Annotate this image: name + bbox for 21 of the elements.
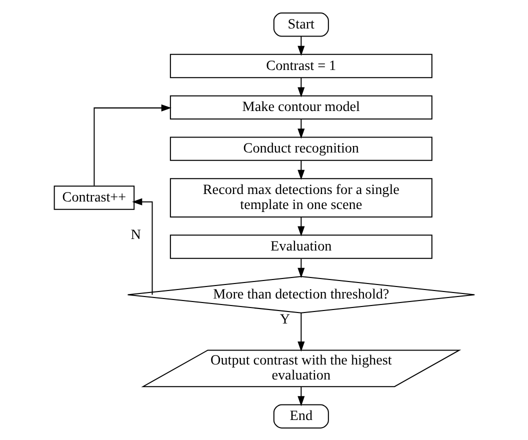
node-diamond: More than detection threshold? (126, 276, 475, 313)
arrow (132, 198, 152, 294)
arrow (93, 104, 171, 186)
node-box: Contrast = 1 (169, 53, 432, 78)
arrow (297, 258, 304, 278)
node-box: Contrast++ (53, 185, 134, 210)
node-box: Conduct recognition (169, 136, 432, 160)
node-box: Record max detections for a single template in one scene (169, 178, 432, 217)
node-box: Make contour model (169, 94, 432, 120)
edge-label: N (130, 226, 140, 243)
edge-label: Y (279, 311, 290, 328)
arrow (297, 77, 304, 97)
arrow (297, 118, 304, 138)
arrow (297, 160, 304, 180)
node-box: End (272, 404, 328, 428)
arrow (297, 216, 304, 236)
node-box: Evaluation (169, 234, 432, 258)
arrow (297, 312, 304, 352)
arrow (297, 386, 304, 406)
node-box: Start (272, 12, 328, 36)
arrow (297, 36, 304, 56)
